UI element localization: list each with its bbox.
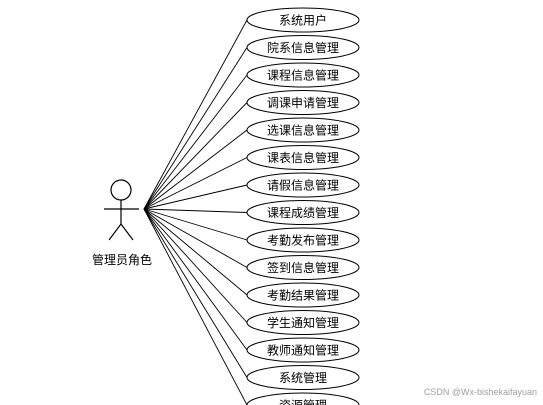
use-case-ellipse bbox=[246, 117, 360, 143]
use-case-ellipse bbox=[246, 365, 360, 390]
association-line bbox=[143, 184, 248, 210]
association-line bbox=[143, 208, 248, 241]
use-case: 学生通知管理 bbox=[246, 310, 360, 335]
actor-head bbox=[110, 179, 132, 201]
association-line bbox=[143, 157, 248, 210]
use-case: 选课信息管理 bbox=[246, 117, 360, 143]
association-line bbox=[143, 208, 248, 323]
association-line bbox=[143, 19, 248, 210]
use-case: 院系信息管理 bbox=[246, 35, 360, 60]
association-line bbox=[143, 47, 248, 210]
use-case-ellipse bbox=[246, 227, 360, 253]
use-case: 课表信息管理 bbox=[246, 145, 360, 170]
actor-stick-figure bbox=[104, 179, 139, 241]
actor-left-leg bbox=[108, 223, 122, 241]
association-line bbox=[143, 208, 248, 296]
use-case-label: 课程成绩管理 bbox=[267, 205, 339, 220]
use-case: 课程信息管理 bbox=[246, 62, 360, 88]
use-case-label: 考勤结果管理 bbox=[267, 288, 339, 303]
association-line bbox=[143, 102, 248, 210]
use-case-label: 学生通知管理 bbox=[267, 315, 339, 330]
use-case-ellipse bbox=[246, 255, 360, 280]
use-case-label: 选课信息管理 bbox=[267, 123, 339, 138]
use-case-ellipse bbox=[246, 172, 360, 198]
use-case-ellipse bbox=[246, 282, 360, 308]
association-line bbox=[143, 208, 248, 268]
use-case: 考勤结果管理 bbox=[246, 282, 360, 308]
use-case-label: 系统管理 bbox=[279, 370, 327, 385]
use-case-ellipse bbox=[246, 337, 360, 363]
use-case-label: 调课申请管理 bbox=[267, 95, 339, 110]
use-case-ellipse bbox=[246, 7, 360, 33]
association-line bbox=[143, 208, 248, 378]
use-case-label: 系统用户 bbox=[279, 13, 327, 28]
use-case-ellipse bbox=[246, 392, 360, 405]
use-case: 系统用户 bbox=[246, 7, 360, 33]
use-case-label: 课表信息管理 bbox=[267, 150, 339, 165]
watermark: CSDN @Wx-bishekaifayuan bbox=[423, 387, 537, 397]
use-case-label: 请假信息管理 bbox=[267, 178, 339, 193]
use-case: 请假信息管理 bbox=[246, 172, 360, 198]
use-case-ellipse bbox=[246, 310, 360, 335]
association-line bbox=[143, 129, 248, 210]
use-case-ellipse bbox=[246, 145, 360, 170]
use-case-list: 系统用户院系信息管理课程信息管理调课申请管理选课信息管理课表信息管理请假信息管理… bbox=[246, 7, 360, 405]
association-line bbox=[143, 208, 248, 405]
use-case: 课程成绩管理 bbox=[246, 200, 360, 225]
use-case-ellipse bbox=[246, 62, 360, 88]
actor-label: 管理员角色 bbox=[91, 253, 152, 267]
association-lines bbox=[143, 19, 248, 405]
use-case-label: 教师通知管理 bbox=[267, 343, 339, 358]
use-case-label: 院系信息管理 bbox=[267, 40, 339, 55]
association-line bbox=[143, 74, 248, 210]
use-case-ellipse bbox=[246, 200, 360, 225]
actor-right-leg bbox=[120, 223, 134, 241]
use-case-label: 考勤发布管理 bbox=[267, 233, 339, 248]
use-case: 教师通知管理 bbox=[246, 337, 360, 363]
use-case-label: 签到信息管理 bbox=[267, 260, 339, 275]
use-case-ellipse bbox=[246, 35, 360, 60]
association-line bbox=[143, 208, 248, 213]
use-case-ellipse bbox=[246, 90, 360, 115]
use-case: 资源管理 bbox=[246, 392, 360, 405]
use-case: 签到信息管理 bbox=[246, 255, 360, 280]
use-case-label: 资源管理 bbox=[279, 398, 327, 405]
use-case: 考勤发布管理 bbox=[246, 227, 360, 253]
use-case-label: 课程信息管理 bbox=[267, 68, 339, 83]
use-case: 调课申请管理 bbox=[246, 90, 360, 115]
association-line bbox=[143, 208, 248, 351]
use-case: 系统管理 bbox=[246, 365, 360, 390]
